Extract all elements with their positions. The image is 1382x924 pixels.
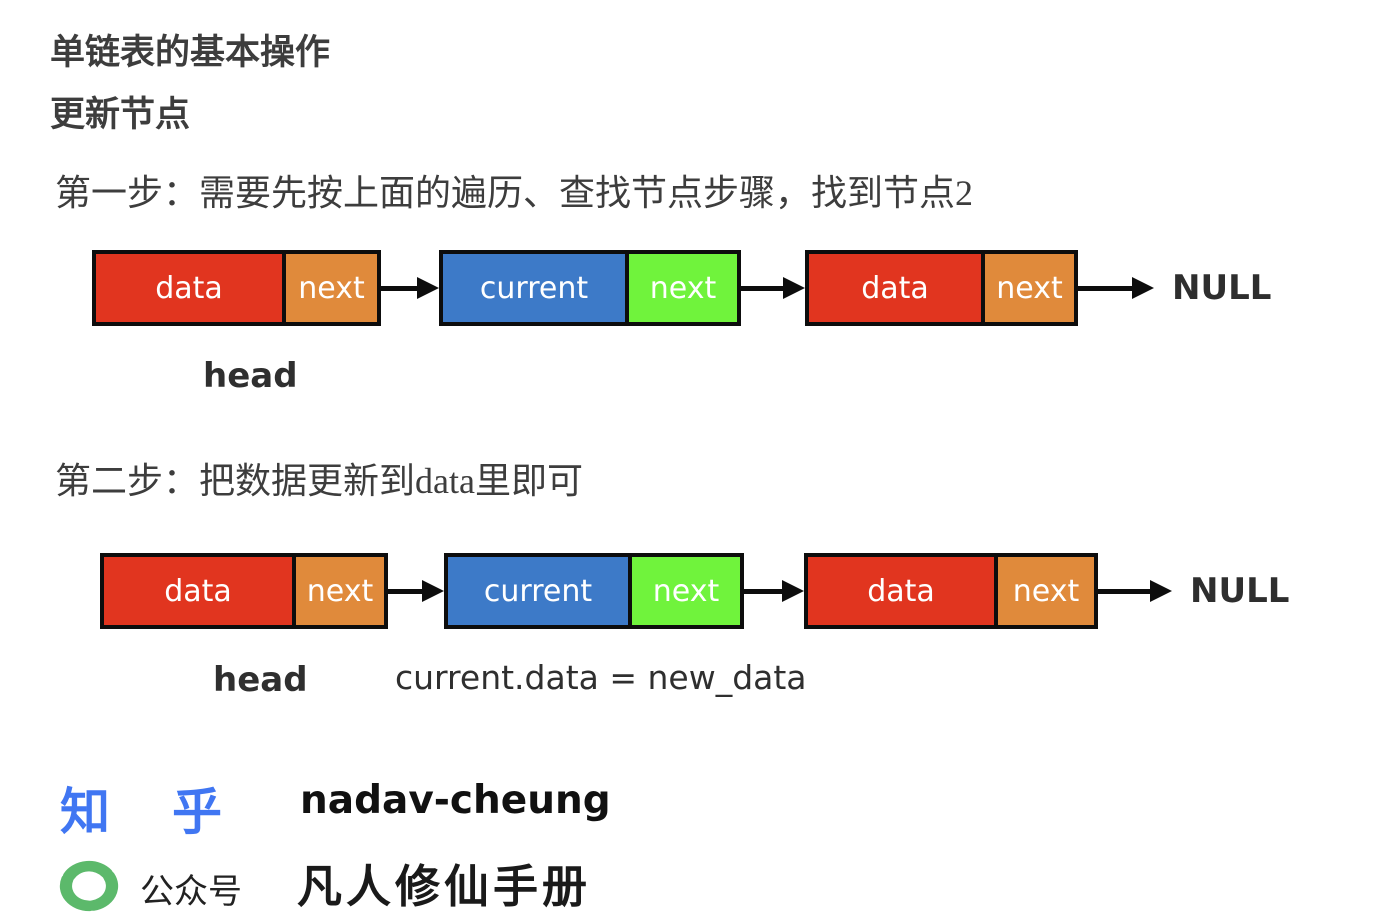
update-code-label: current.data = new_data	[395, 658, 807, 697]
wechat-account-type-label: 公众号	[140, 874, 242, 911]
data-cell: current	[448, 557, 628, 625]
zhihu-logo-char: 乎	[172, 784, 222, 840]
next-cell: next	[282, 254, 377, 322]
current-node: current next	[439, 250, 741, 326]
arrow-right-icon	[381, 277, 439, 299]
next-cell: next	[981, 254, 1074, 322]
head-node: data next	[100, 553, 388, 629]
next-cell: next	[994, 557, 1094, 625]
zhihu-logo: 知乎	[60, 772, 222, 844]
wechat-account-name: 凡人修仙手册	[297, 862, 592, 912]
tail-node: data next	[804, 553, 1098, 629]
step-1-caption: 第一步：需要先按上面的遍历、查找节点步骤，找到节点2	[55, 173, 974, 213]
arrow-right-icon	[388, 580, 444, 602]
data-cell: data	[809, 254, 981, 322]
wechat-swirl-icon	[59, 860, 119, 912]
next-cell: next	[292, 557, 384, 625]
data-cell: data	[96, 254, 282, 322]
head-label: head	[213, 660, 308, 700]
tail-node: data next	[805, 250, 1078, 326]
zhihu-logo-char: 知	[60, 784, 110, 840]
data-cell: data	[104, 557, 292, 625]
head-node: data next	[92, 250, 381, 326]
arrow-right-icon	[1098, 580, 1172, 602]
step-2-caption: 第二步：把数据更新到data里即可	[55, 461, 583, 501]
next-cell: next	[628, 557, 740, 625]
arrow-right-icon	[741, 277, 805, 299]
head-label: head	[203, 356, 298, 396]
null-terminator: NULL	[1190, 571, 1290, 611]
null-terminator: NULL	[1172, 268, 1272, 308]
next-cell: next	[625, 254, 737, 322]
data-cell: data	[808, 557, 994, 625]
page-title: 单链表的基本操作	[50, 33, 331, 72]
data-cell: current	[443, 254, 625, 322]
section-title: 更新节点	[50, 95, 191, 134]
linked-list-diagram-step1: data next current next data next NULL	[92, 250, 1271, 326]
arrow-right-icon	[744, 580, 804, 602]
linked-list-diagram-step2: data next current next data next NULL	[100, 553, 1289, 629]
author-name: nadav-cheung	[300, 778, 611, 823]
arrow-right-icon	[1078, 277, 1154, 299]
current-node: current next	[444, 553, 744, 629]
